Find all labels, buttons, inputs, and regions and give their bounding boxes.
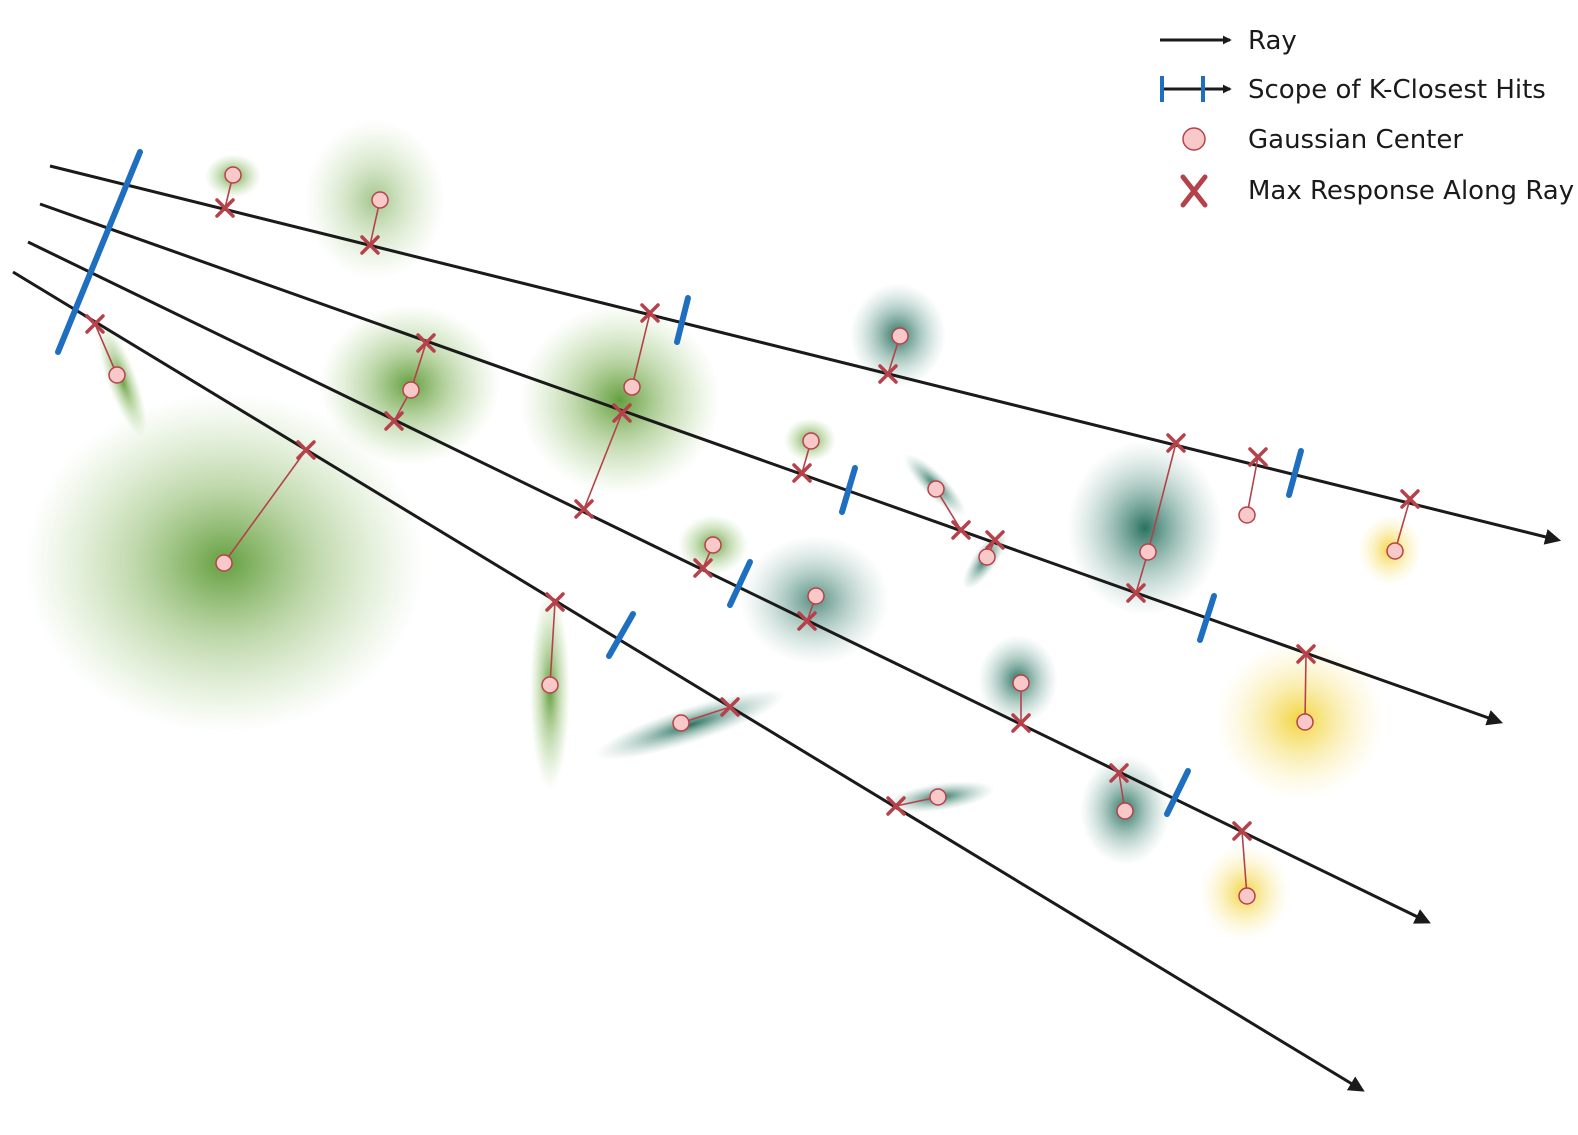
max-response-marker (1400, 489, 1420, 509)
gaussian-center (1238, 506, 1256, 524)
max-response-marker (985, 530, 1005, 550)
legend-max-response-icon (1180, 174, 1208, 208)
max-response-marker (574, 499, 594, 519)
max-response-marker (215, 198, 235, 218)
max-response-marker (951, 520, 971, 540)
gaussian-center (927, 480, 945, 498)
gaussian-center (1296, 713, 1314, 731)
gaussian-center (1238, 887, 1256, 905)
max-response-markers (85, 198, 1420, 841)
connector (1241, 830, 1248, 897)
gaussian-center (978, 548, 996, 566)
max-response-marker (797, 611, 817, 631)
gaussian-center (1139, 543, 1157, 561)
ray-3 (27, 240, 1431, 924)
ray-4 (12, 270, 1365, 1092)
gaussian-center (541, 676, 559, 694)
legend-ray-label: Ray (1248, 26, 1297, 56)
max-response-marker (612, 403, 632, 423)
max-response-marker (640, 303, 660, 323)
max-response-marker (1248, 447, 1268, 467)
gaussian-center (402, 381, 420, 399)
scope-end-bar (674, 295, 691, 345)
gaussian-center (891, 327, 909, 345)
max-response-marker (85, 314, 105, 334)
scope-end-bar (727, 559, 753, 608)
gaussian-center (108, 366, 126, 384)
scope-end-bar (839, 465, 858, 515)
connector (1246, 456, 1259, 516)
connector (1304, 653, 1307, 723)
max-response-marker (878, 364, 898, 384)
connector (631, 312, 651, 388)
gaussian-teal (1067, 440, 1223, 616)
gaussian-centers (108, 166, 1404, 905)
scope-end-bar (1164, 768, 1191, 817)
gaussian-teal (594, 689, 786, 761)
gaussian-center (371, 191, 389, 209)
scope-end-bar (1286, 448, 1304, 498)
scope-end-bar (1197, 593, 1217, 643)
legend: Ray Scope of K-Closest Hits Gaussian Cen… (1160, 26, 1574, 208)
gaussian-center (802, 432, 820, 450)
max-response-marker (1011, 713, 1031, 733)
max-response-marker (693, 558, 713, 578)
gaussian-center (672, 714, 690, 732)
gaussian-center (623, 378, 641, 396)
legend-center-label: Gaussian Center (1248, 125, 1463, 155)
connector (94, 323, 118, 376)
gaussian-center (1012, 674, 1030, 692)
gaussian-center (215, 554, 233, 572)
connector (1394, 498, 1411, 552)
max-response-marker (296, 440, 316, 460)
legend-scope-label: Scope of K-Closest Hits (1248, 75, 1546, 105)
k-closest-scope-bars (55, 149, 1304, 817)
max-response-marker (792, 463, 812, 483)
max-response-marker (1166, 433, 1186, 453)
ray-1 (49, 164, 1562, 545)
max-response-marker (1232, 821, 1252, 841)
connector (223, 449, 307, 564)
max-response-marker (886, 796, 906, 816)
connector (1147, 442, 1177, 553)
max-response-marker (720, 697, 740, 717)
legend-center-icon (1182, 127, 1206, 151)
scope-end-bar (606, 611, 636, 659)
gaussian-center (704, 536, 722, 554)
connector (583, 412, 623, 510)
max-response-marker (1109, 763, 1129, 783)
rays (12, 164, 1562, 1092)
max-response-marker (1296, 644, 1316, 664)
ray-2 (39, 202, 1504, 726)
gaussian-center (929, 788, 947, 806)
max-response-marker (360, 235, 380, 255)
gaussian-center (224, 166, 242, 184)
connector (549, 601, 556, 686)
gaussian-center (1386, 542, 1404, 560)
legend-max-response-label: Max Response Along Ray (1248, 176, 1574, 206)
max-response-marker (1126, 583, 1146, 603)
scope-start-bar (55, 149, 143, 355)
gaussian-center (807, 587, 825, 605)
max-response-marker (384, 411, 404, 431)
max-response-marker (416, 333, 436, 353)
gaussian-center (1116, 802, 1134, 820)
gaussian-green (520, 305, 720, 495)
max-response-marker (545, 592, 565, 612)
